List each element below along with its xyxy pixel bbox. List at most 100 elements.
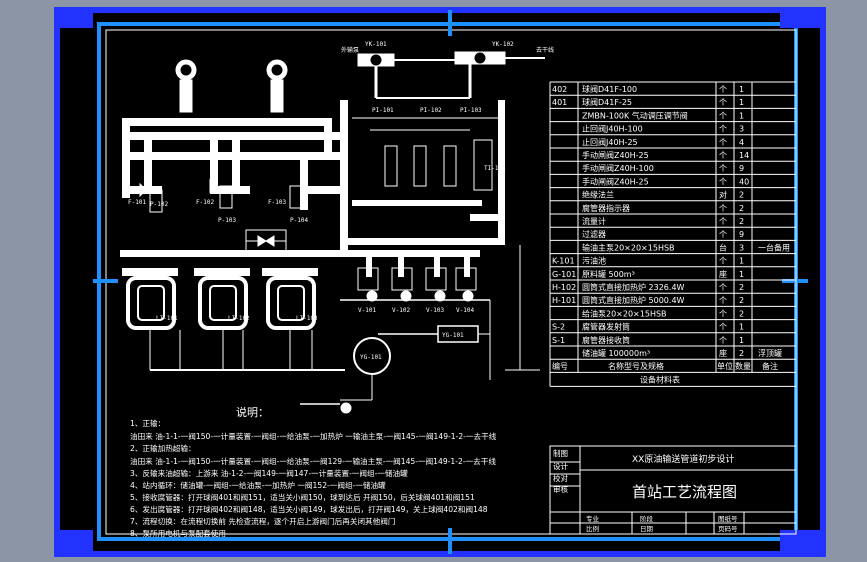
bom-row-unit: 个 — [719, 336, 727, 345]
furnace-1 — [122, 268, 178, 330]
instrument-tags: P-102 P-103 P-104 F-101 F-102 F-103 LI-1… — [128, 107, 506, 322]
bom-row-qty: 9 — [739, 164, 744, 173]
svg-text:F-103: F-103 — [268, 199, 286, 206]
bom-row-no: S-1 — [552, 336, 565, 345]
bom-row-unit: 个 — [719, 217, 727, 226]
sump-pump — [300, 402, 352, 414]
bom-row-unit: 个 — [719, 204, 727, 213]
bom-row-unit: 个 — [719, 125, 727, 134]
process-flow-diagram: YK-101 YK-102 去干线 外输泵 — [120, 41, 554, 414]
bom-row-name: 圆筒式直接加热炉 2326.4W — [582, 282, 685, 292]
bom-row-name: 止回阀J40H-25 — [582, 137, 638, 147]
bom-row-qty: 3 — [739, 125, 744, 134]
bom-row-qty: 1 — [739, 98, 744, 107]
bom-row-qty: 1 — [739, 270, 744, 279]
svg-text:LI-103: LI-103 — [296, 315, 318, 322]
valve-manifold — [245, 229, 287, 253]
svg-text:TI-101: TI-101 — [484, 165, 506, 172]
svg-text:F-101: F-101 — [128, 199, 146, 206]
bom-row-no: S-2 — [552, 323, 565, 332]
svg-text:P-103: P-103 — [218, 217, 236, 224]
svg-text:P-104: P-104 — [290, 217, 308, 224]
bom-row-name: 圆筒式直接加热炉 5000.4W — [582, 295, 685, 305]
bom-row-qty: 9 — [739, 230, 744, 239]
svg-text:V-104: V-104 — [456, 307, 474, 314]
bom-row-no: H-101 — [552, 296, 576, 305]
bom-row-unit: 个 — [719, 323, 727, 332]
title-block — [549, 445, 797, 535]
tb-bottom-label: 日期 — [640, 525, 654, 533]
bom-row-qty: 1 — [739, 257, 744, 266]
furnace-3 — [262, 268, 318, 330]
project-name: XX原油输送管道初步设计 — [632, 453, 734, 465]
title-label-review: 审核 — [553, 484, 568, 494]
bom-row-unit: 个 — [719, 151, 727, 160]
bom-row-unit: 个 — [719, 98, 727, 107]
bom-row-qty: 2 — [739, 191, 744, 200]
bom-row-name: 球阀D41F-25 — [582, 97, 632, 107]
bom-row-qty: 2 — [739, 283, 744, 292]
corner-mark-bl — [57, 530, 93, 554]
receiver-label: YG-101 — [442, 332, 464, 339]
gauge-left — [175, 59, 197, 113]
bom-row-remark: 浮顶罐 — [758, 348, 782, 358]
bom-row-no: 401 — [552, 98, 567, 107]
tb-bottom-label: 页码号 — [718, 525, 738, 533]
note-line: 6、发出腐管器：打开球阀402和阀148，适当关小阀149，球发出后，打开阀14… — [130, 504, 488, 514]
note-line: 油田来 油-1-1-一阀150-一计量装置-一阀组-一给油泵-一加热炉 一输油主… — [130, 431, 497, 441]
bom-row-qty: 2 — [739, 296, 744, 305]
bom-row-qty: 40 — [739, 177, 749, 186]
corner-mark-tl — [57, 10, 93, 28]
bom-row-name: ZMBN-100K 气动调压调节阀 — [582, 110, 688, 120]
svg-text:PI-101: PI-101 — [372, 107, 394, 114]
bom-row-name: 过滤器 — [582, 229, 606, 239]
bom-row-unit: 个 — [719, 257, 727, 266]
bom-row-name: 腐管器指示器 — [582, 203, 630, 213]
bom-row-qty: 1 — [739, 336, 744, 345]
bom-row-qty: 3 — [739, 243, 744, 252]
bom-row-unit: 个 — [719, 111, 727, 120]
bom-row-name: 污油池 — [582, 256, 606, 266]
bom-row-unit: 个 — [719, 296, 727, 305]
bom-row-qty: 2 — [739, 349, 744, 358]
note-line: 油田来 油-1-1-一阀150-一计量装置-一阀组-一给油泵-一阀129-一输油… — [130, 456, 496, 466]
bom-row-name: 腐管器接收筒 — [582, 335, 630, 345]
bom-row-name: 绝缘法兰 — [582, 190, 614, 200]
bom-row-name: 腐管器发射筒 — [582, 322, 630, 332]
tank-label: YG-101 — [360, 354, 382, 361]
title-label-check: 校对 — [553, 473, 568, 483]
bom-header-name: 名称型号及规格 — [608, 361, 664, 371]
bom-row-qty: 1 — [739, 323, 744, 332]
bom-row-qty: 14 — [739, 151, 749, 160]
bom-row-no: K-101 — [552, 257, 575, 266]
tag-yk-right: YK-102 — [492, 41, 514, 48]
svg-text:V-102: V-102 — [392, 307, 410, 314]
bom-row-unit: 台 — [719, 242, 727, 252]
tb-bottom-label: 专业 — [586, 514, 600, 523]
title-label-design: 设计 — [553, 461, 568, 471]
tag-outlet: 去干线 — [536, 46, 554, 54]
note-line: 8、泵所用电机与泵配套使用 — [130, 528, 226, 538]
tb-bottom-label: 比例 — [586, 524, 599, 533]
bom-row-qty: 1 — [739, 85, 744, 94]
bom-row-unit: 个 — [719, 230, 727, 239]
svg-text:P-102: P-102 — [150, 201, 168, 208]
svg-text:LI-102: LI-102 — [228, 315, 250, 322]
bom-caption: 设备材料表 — [640, 374, 680, 384]
note-line: 7、流程切换：在流程切换前 先检查流程，逐个开启上游阀门后再关闭其他阀门 — [130, 516, 395, 526]
bom-row-unit: 个 — [719, 85, 727, 94]
bom-row-unit: 个 — [719, 177, 727, 186]
bom-row-qty: 4 — [739, 138, 744, 147]
tb-bottom-label: 图纸号 — [718, 514, 738, 523]
bom-row-qty: 2 — [739, 309, 744, 318]
svg-text:V-103: V-103 — [426, 307, 444, 314]
bom-row-no: G-101 — [552, 270, 576, 279]
bom-row-unit: 座 — [719, 269, 727, 279]
pump-row — [340, 267, 490, 302]
svg-text:PI-103: PI-103 — [460, 107, 482, 114]
bom-header-remark: 备注 — [762, 361, 778, 371]
bom-row-qty: 1 — [739, 111, 744, 120]
filter-stack — [352, 117, 500, 191]
